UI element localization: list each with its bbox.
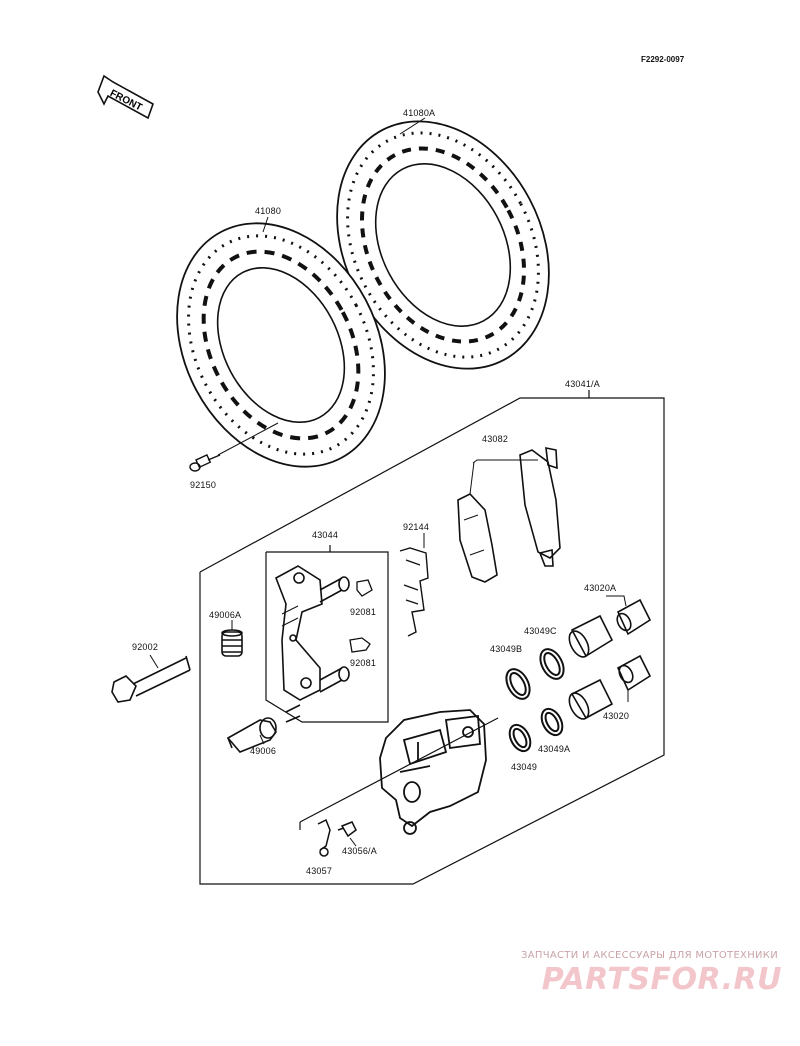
part-label-43044[interactable]: 43044 <box>312 530 339 540</box>
part-label-43041A[interactable]: 43041/A <box>565 379 600 389</box>
clip-92081-lower <box>349 637 371 653</box>
seal-43049C <box>539 648 565 680</box>
piston-43020A-upper <box>568 614 614 658</box>
bracket-43044-outline <box>265 545 389 723</box>
piston-cap-lower <box>616 654 652 692</box>
part-label-43049[interactable]: 43049 <box>511 762 538 772</box>
caliper-bracket-43044 <box>275 565 350 723</box>
bleeder-cap-43056 <box>337 821 357 838</box>
bleeder-43057 <box>317 818 331 857</box>
clip-92081-upper <box>356 579 373 597</box>
part-label-43082[interactable]: 43082 <box>482 434 509 444</box>
part-label-41080A[interactable]: 41080A <box>403 108 436 118</box>
bolt-92150 <box>189 453 221 472</box>
boot-49006A <box>221 629 243 657</box>
part-label-43020A[interactable]: 43020A <box>584 583 617 593</box>
seal-43049B <box>505 668 531 700</box>
bolt-92002 <box>111 655 191 703</box>
part-label-92081-lower[interactable]: 92081 <box>350 658 377 668</box>
caliper-assembly-outline <box>199 390 665 885</box>
diagram-code: F2292-0097 <box>641 55 685 64</box>
part-label-92081-upper[interactable]: 92081 <box>350 607 377 617</box>
pad-spring-92144 <box>399 547 429 637</box>
part-label-92144[interactable]: 92144 <box>403 522 430 532</box>
piston-43020-lower <box>568 678 614 720</box>
brake-pad-outer <box>519 446 561 567</box>
part-label-92002[interactable]: 92002 <box>132 642 159 652</box>
caliper-body <box>379 709 487 835</box>
part-label-41080[interactable]: 41080 <box>255 206 282 216</box>
part-label-43049C[interactable]: 43049C <box>524 626 557 636</box>
part-label-43049B[interactable]: 43049B <box>490 644 523 654</box>
watermark-tagline: ЗАПЧАСТИ И АКСЕССУАРЫ ДЛЯ МОТОТЕХНИКИ <box>521 950 778 961</box>
brake-pad-inner <box>457 493 498 583</box>
watermark-logo: PARTSFOR.RU <box>541 962 782 997</box>
front-arrow-icon <box>97 74 154 120</box>
part-label-43049A[interactable]: 43049A <box>538 744 571 754</box>
part-label-43056A[interactable]: 43056/A <box>342 846 377 856</box>
part-label-92150[interactable]: 92150 <box>190 480 217 490</box>
part-label-49006[interactable]: 49006 <box>250 746 277 756</box>
piston-cap-upper <box>616 598 652 636</box>
brake-disc-41080 <box>176 222 386 468</box>
part-label-49006A[interactable]: 49006A <box>209 610 242 620</box>
part-label-43020[interactable]: 43020 <box>603 711 630 721</box>
part-label-43057[interactable]: 43057 <box>306 866 333 876</box>
seal-43049A <box>540 707 564 737</box>
slide-pin-49006 <box>226 717 277 753</box>
seal-43049 <box>508 723 532 753</box>
